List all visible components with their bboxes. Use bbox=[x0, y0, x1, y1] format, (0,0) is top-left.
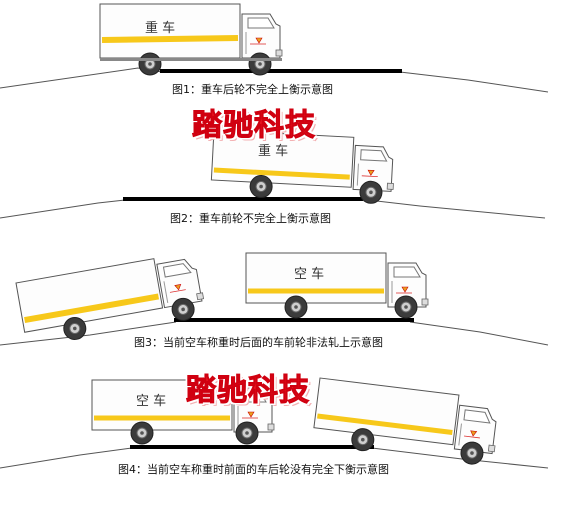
ground-approach-left bbox=[0, 199, 126, 219]
figure-1: 重 车 bbox=[0, 3, 549, 93]
truck-empty bbox=[91, 379, 275, 445]
weighbridge-platform bbox=[123, 197, 363, 201]
figure-2: 重 车 bbox=[0, 129, 546, 219]
figure-1-caption: 图1：重车后轮不完全上衡示意图 bbox=[172, 83, 333, 96]
ground-approach-left bbox=[0, 321, 177, 346]
figure-4-caption: 图4：当前空车称重时前面的车后轮没有完全下衡示意图 bbox=[118, 463, 389, 476]
figure-3: 空 车 bbox=[0, 252, 549, 346]
ground-approach-left bbox=[0, 67, 163, 89]
ground-approach-right bbox=[371, 447, 549, 469]
ground-approach-right bbox=[399, 71, 549, 93]
weighbridge-platform bbox=[130, 445, 374, 449]
truck bbox=[99, 3, 283, 76]
figure-4: 空 车 bbox=[0, 377, 549, 469]
truck-label: 重 车 bbox=[145, 20, 175, 36]
weighbridge-platform bbox=[174, 318, 414, 322]
figure-2-caption: 图2：重车前轮不完全上衡示意图 bbox=[170, 212, 331, 225]
weighbridge-platform bbox=[160, 69, 402, 73]
figure-3-caption: 图3：当前空车称重时后面的车前轮非法轧上示意图 bbox=[134, 336, 383, 349]
truck-rear-tilted bbox=[15, 256, 205, 342]
ground-approach-right bbox=[409, 321, 549, 346]
ground-approach-left bbox=[0, 447, 133, 469]
truck-label: 空 车 bbox=[294, 266, 324, 282]
truck-front-tilted bbox=[313, 377, 500, 466]
ground-approach-right bbox=[359, 198, 546, 219]
truck-label: 重 车 bbox=[258, 143, 288, 159]
truck-label: 空 车 bbox=[136, 393, 166, 409]
truck bbox=[210, 129, 396, 205]
truck-empty bbox=[245, 252, 429, 319]
watermark-bottom: 踏驰科技 bbox=[186, 373, 310, 409]
watermark-top: 踏驰科技 bbox=[192, 108, 316, 144]
